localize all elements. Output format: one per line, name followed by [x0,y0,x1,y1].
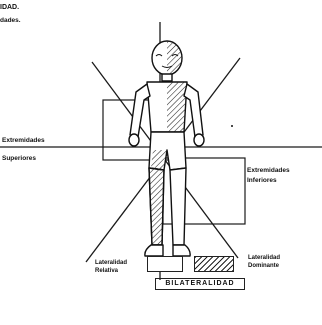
legend-dominant-label-1: Lateralidad [248,255,280,262]
right-hand [194,134,204,146]
legend-relative-swatch [147,256,183,272]
label-lower-extremities-1: Extremidades [247,167,290,174]
label-lower-extremities-2: Inferiores [247,177,277,184]
legend-bilaterality: BILATERALIDAD [155,278,245,290]
dot-mark [231,125,233,127]
legend-relative-label-1: Lateralidad [95,260,127,267]
left-foot [145,245,163,256]
legend-relative-label-2: Relativa [95,268,118,275]
label-upper-extremities-2: Superiores [2,155,36,162]
left-arm [130,84,150,137]
legend-dominant-swatch [194,256,234,272]
label-upper-extremities-1: Extremidades [2,137,45,144]
left-hand [129,134,139,146]
right-foot [173,245,190,256]
neck [162,74,172,81]
legend-dominant-label-2: Dominante [248,263,279,270]
right-leg [170,168,186,245]
